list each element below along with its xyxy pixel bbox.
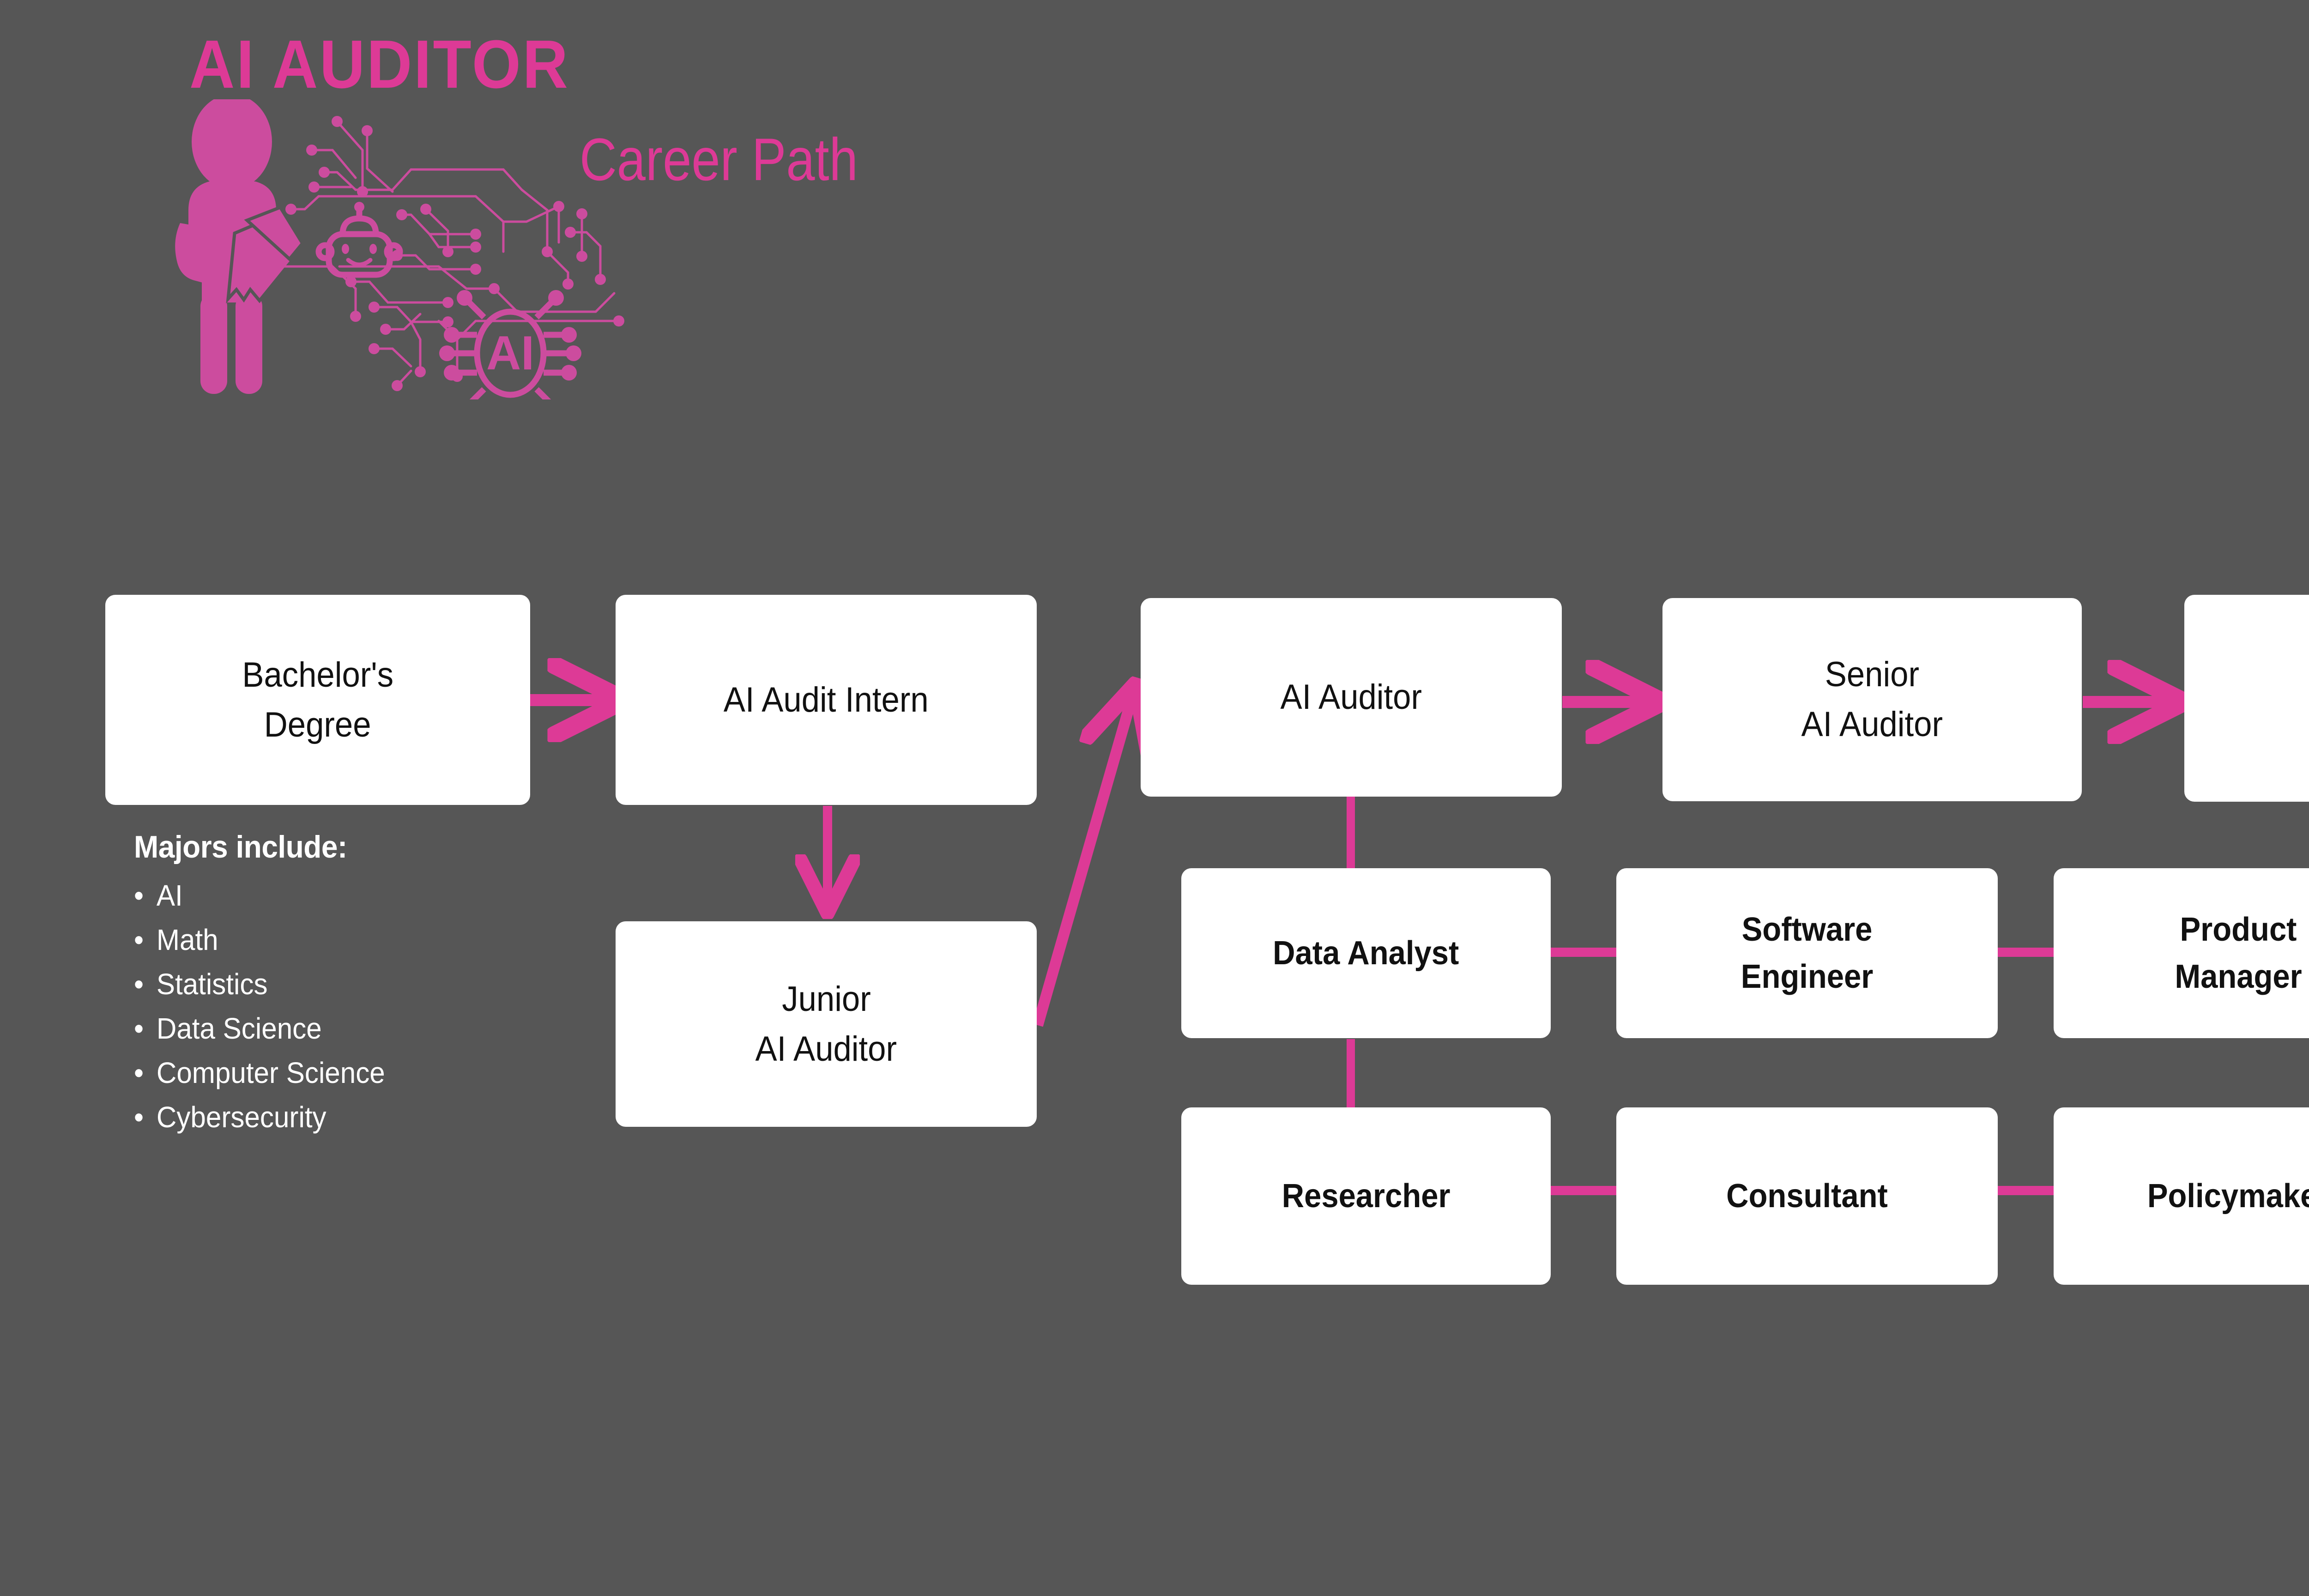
node-line: Policymaker: [2147, 1177, 2309, 1215]
node-line: Junior: [781, 979, 871, 1019]
list-item: Data Science: [134, 1006, 611, 1051]
list-item: AI: [134, 873, 611, 918]
node-line: Product: [2180, 911, 2297, 948]
page-subtitle: Career Path: [580, 126, 858, 193]
node-line: Consultant: [1726, 1177, 1888, 1215]
node-director-of-ai-ethics[interactable]: Director of AI Ethics: [2184, 595, 2309, 802]
node-line: Engineer: [1741, 958, 1874, 995]
node-junior-ai-auditor[interactable]: Junior AI Auditor: [616, 921, 1037, 1127]
node-ai-audit-intern[interactable]: AI Audit Intern: [616, 595, 1037, 805]
node-consultant[interactable]: Consultant: [1616, 1107, 1998, 1285]
majors-panel-list: AI Math Statistics Data Science Computer…: [134, 873, 642, 1139]
list-item: Cybersecurity: [134, 1095, 611, 1139]
node-line: Bachelor's: [242, 655, 393, 695]
node-bachelors-degree[interactable]: Bachelor's Degree: [105, 595, 530, 805]
majors-panel-heading: Majors include:: [134, 829, 347, 864]
list-item: Computer Science: [134, 1051, 611, 1095]
node-line: Senior: [1825, 655, 1920, 695]
node-line: Software: [1741, 911, 1873, 948]
node-line: Manager: [2175, 958, 2302, 995]
node-line: AI Auditor: [1801, 705, 1943, 744]
node-line: AI Audit Intern: [723, 680, 929, 719]
svg-text:AI: AI: [486, 326, 534, 380]
node-line: AI Auditor: [755, 1029, 897, 1069]
page-title: AI AUDITOR: [189, 26, 570, 103]
node-data-analyst[interactable]: Data Analyst: [1181, 868, 1551, 1038]
node-senior-ai-auditor[interactable]: Senior AI Auditor: [1662, 598, 2082, 801]
node-line: Data Analyst: [1273, 934, 1459, 972]
majors-panel: Majors include: AI Math Statistics Data …: [134, 829, 642, 1139]
node-policymaker[interactable]: Policymaker: [2054, 1107, 2309, 1285]
ai-auditor-person-circuit-illustration: AI: [152, 94, 628, 417]
node-software-engineer[interactable]: Software Engineer: [1616, 868, 1998, 1038]
list-item: Math: [134, 918, 611, 962]
arrow-junior-to-ai-auditor: [1032, 696, 1132, 1027]
node-ai-auditor[interactable]: AI Auditor: [1141, 598, 1562, 797]
node-line: Degree: [264, 705, 371, 744]
node-line: Researcher: [1281, 1177, 1451, 1215]
node-line: AI Auditor: [1280, 677, 1422, 717]
node-researcher[interactable]: Researcher: [1181, 1107, 1551, 1285]
list-item: Statistics: [134, 962, 611, 1006]
node-product-manager[interactable]: Product Manager: [2054, 868, 2309, 1038]
